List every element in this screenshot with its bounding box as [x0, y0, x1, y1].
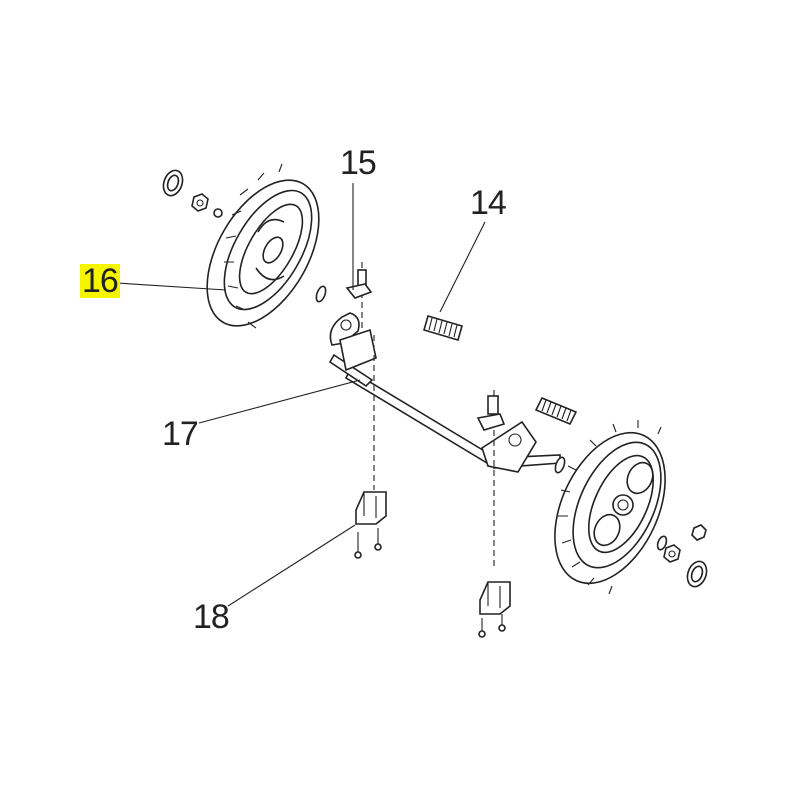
- callout-18: 18: [193, 598, 230, 636]
- right-snap-ring: [686, 560, 708, 588]
- callout-15: 15: [340, 144, 377, 182]
- leader-lines: [116, 183, 486, 607]
- callout-17: 17: [162, 415, 199, 453]
- left-nut: [191, 193, 209, 212]
- left-snap-ring: [162, 169, 184, 197]
- leader-14: [439, 221, 486, 313]
- callout-14: 14: [470, 184, 507, 222]
- leader-18: [227, 524, 356, 607]
- spring-14-lower: [534, 396, 578, 426]
- bracket-18-right: [478, 581, 511, 638]
- leader-17: [198, 379, 361, 424]
- right-wheel: [554, 420, 666, 595]
- axle-17: [328, 328, 561, 570]
- right-nut: [663, 544, 681, 563]
- spring-14-upper: [423, 315, 463, 341]
- right-washer: [656, 535, 668, 551]
- bracket-18-left: [354, 491, 387, 559]
- right-nut-small: [691, 524, 707, 541]
- callout-16-highlighted: 16: [80, 262, 120, 300]
- leader-16: [116, 282, 227, 291]
- small-washer: [213, 208, 223, 218]
- left-wheel: [206, 163, 320, 329]
- axle-washer: [554, 456, 566, 474]
